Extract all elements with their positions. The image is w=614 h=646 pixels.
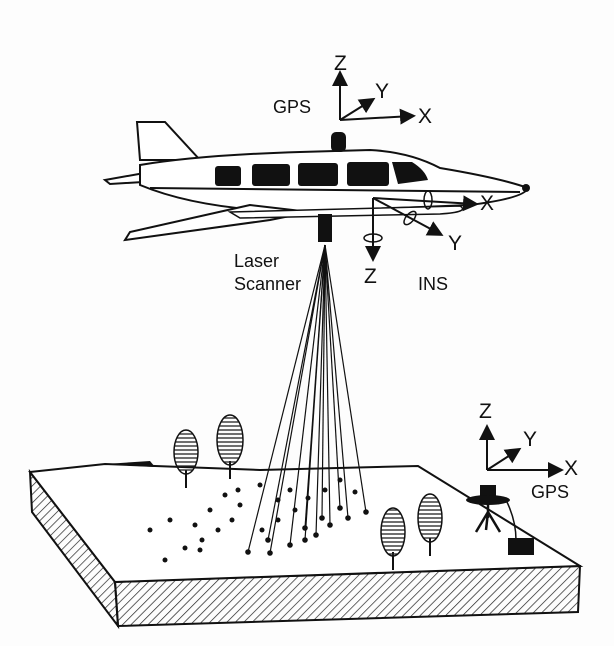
laser-beam [321,244,326,519]
laser-return-point [265,537,271,543]
ground-point [275,517,281,523]
ground-point [235,487,241,493]
ground-point [182,545,188,551]
ground-point [237,502,243,508]
ground-point [292,507,298,513]
ground-point [352,489,358,495]
ground-axis-x-label: X [564,457,578,480]
ground-point [207,507,213,513]
tree [173,429,199,488]
aircraft-cockpit-window [392,162,428,184]
gps-axis-y-label: Y [375,80,389,103]
laser-return-point [302,525,308,531]
gps-antenna [480,485,496,498]
ground-point [192,522,198,528]
laser-return-point [363,509,369,515]
aircraft-window [347,162,389,186]
trees [173,414,443,570]
laser-return-point [287,542,293,548]
ground-gps-station [466,485,534,555]
aircraft-tail [135,121,203,161]
gps-base-plate [466,495,510,505]
ground-point [322,487,328,493]
aircraft-window [215,166,241,186]
laser-return-point [337,505,343,511]
ins-label: INS [418,274,448,294]
laser-scanner-label-line1: Laser [234,251,279,271]
laser-scanner-unit [318,214,332,242]
gps-receiver-box [508,538,534,555]
aircraft-gps-antenna [331,132,346,152]
ground-point [197,547,203,553]
ground-point [147,527,153,533]
laser-beam [247,244,326,553]
gps-axis-z-label: Z [334,52,347,75]
laser-beam [267,244,326,541]
laser-beam [324,244,367,513]
terrain-block [28,461,584,630]
laser-return-point [319,515,325,521]
aircraft-nose [522,184,530,192]
laser-beam [289,244,326,546]
ground-gps-label: GPS [531,482,569,502]
tree [216,414,244,479]
aircraft-window [252,164,290,186]
laser-scanner-label-line2: Scanner [234,274,301,294]
ins-axis-y-label: Y [448,232,462,255]
ground-point [215,527,221,533]
tree [380,507,406,570]
gps-tripod [474,503,502,533]
aircraft-wing-near [227,205,464,219]
ground-point [167,517,173,523]
aircraft-window [298,163,338,186]
ground-point [287,487,293,493]
laser-return-point [245,549,251,555]
aircraft-gps-axes: Z Y X GPS [273,52,432,128]
ground-point [305,495,311,501]
ground-point [337,477,343,483]
gps-cable [505,499,517,541]
ground-point [222,492,228,498]
fuselage-stripe [149,187,521,193]
ground-point [259,527,265,533]
ground-point [257,482,263,488]
ins-rotation-z-icon [363,233,383,243]
ins-rotation-y-icon [403,210,417,226]
ground-point [162,557,168,563]
ins-axis-z-label: Z [364,265,377,288]
ins-axes: X Y Z INS [363,190,494,294]
ground-axis-y-label: Y [523,428,537,451]
aircraft [102,121,530,242]
laser-return-point [327,522,333,528]
laser-beam [324,244,349,519]
gps-axis-x-label: X [418,105,432,128]
laser-return-point [345,515,351,521]
ground-axis-z-label: Z [479,400,492,423]
laser-beam [324,244,331,526]
ground-point [229,517,235,523]
laser-return-point [313,532,319,538]
ins-axis-x-label: X [480,192,494,215]
ground-point [275,497,281,503]
ground-point [199,537,205,543]
laser-beam [315,244,326,536]
laser-beam [304,244,326,529]
terrain-dark-patch [105,461,155,467]
aircraft-gps-label: GPS [273,97,311,117]
tree [417,493,443,556]
ground-points [147,477,369,563]
laser-return-point [302,537,308,543]
laser-return-point [267,550,273,556]
ground-gps-axes: Z Y X GPS [479,400,578,502]
laser-beam [324,244,341,509]
ins-rotation-x-icon [423,190,433,210]
